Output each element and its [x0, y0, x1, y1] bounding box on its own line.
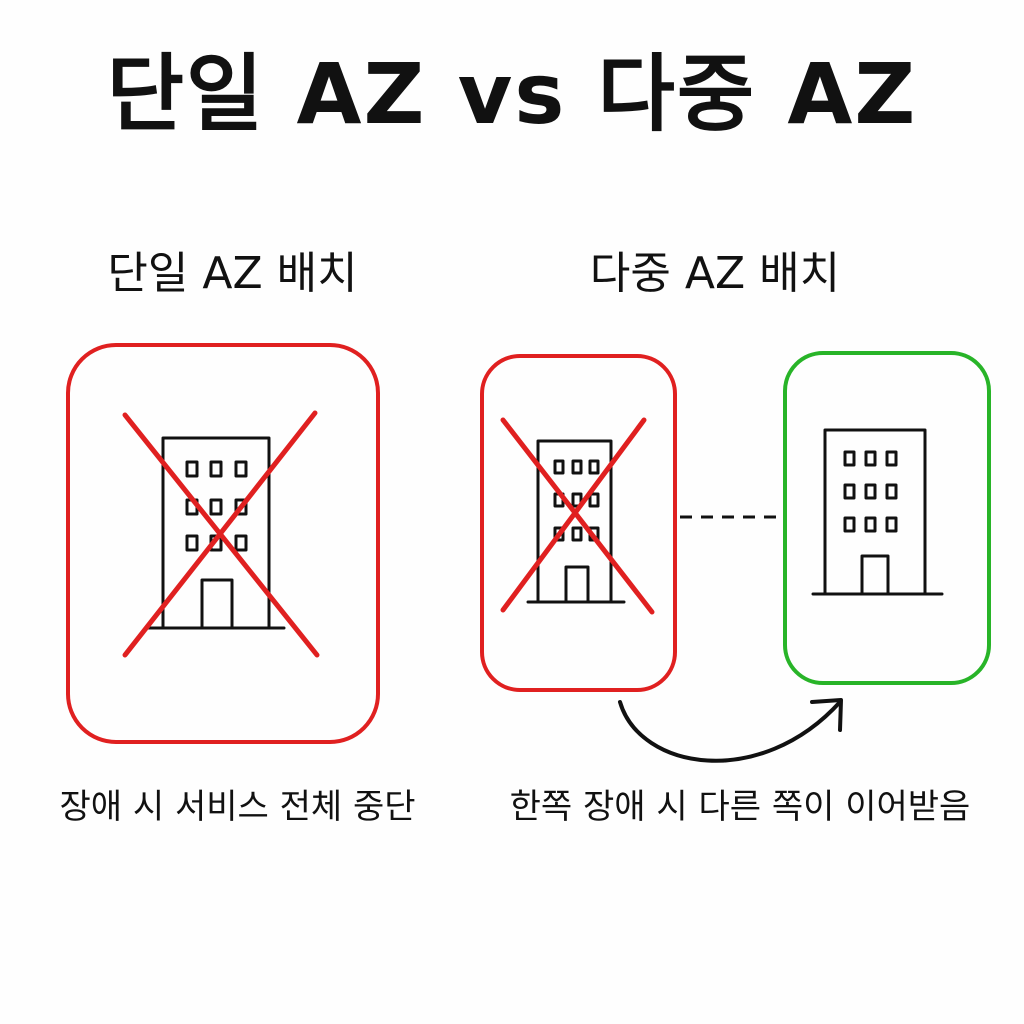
healthy-az-zone-box — [783, 351, 991, 685]
building-icon — [146, 436, 286, 630]
single-az-zone-box — [66, 343, 380, 744]
x-mark-icon — [500, 417, 655, 615]
failed-az-zone-box — [480, 354, 677, 692]
multi-az-heading: 다중 AZ 배치 — [589, 248, 841, 299]
page-title: 단일 AZ vs 다중 AZ — [106, 45, 918, 143]
curved-arrow-icon — [618, 698, 843, 763]
multi-az-caption: 한쪽 장애 시 다른 쪽이 이어받음 — [509, 787, 971, 827]
single-az-heading: 단일 AZ 배치 — [107, 248, 358, 299]
single-az-caption: 장애 시 서비스 전체 중단 — [59, 787, 416, 827]
x-mark-icon — [122, 410, 320, 658]
building-icon — [811, 428, 944, 596]
